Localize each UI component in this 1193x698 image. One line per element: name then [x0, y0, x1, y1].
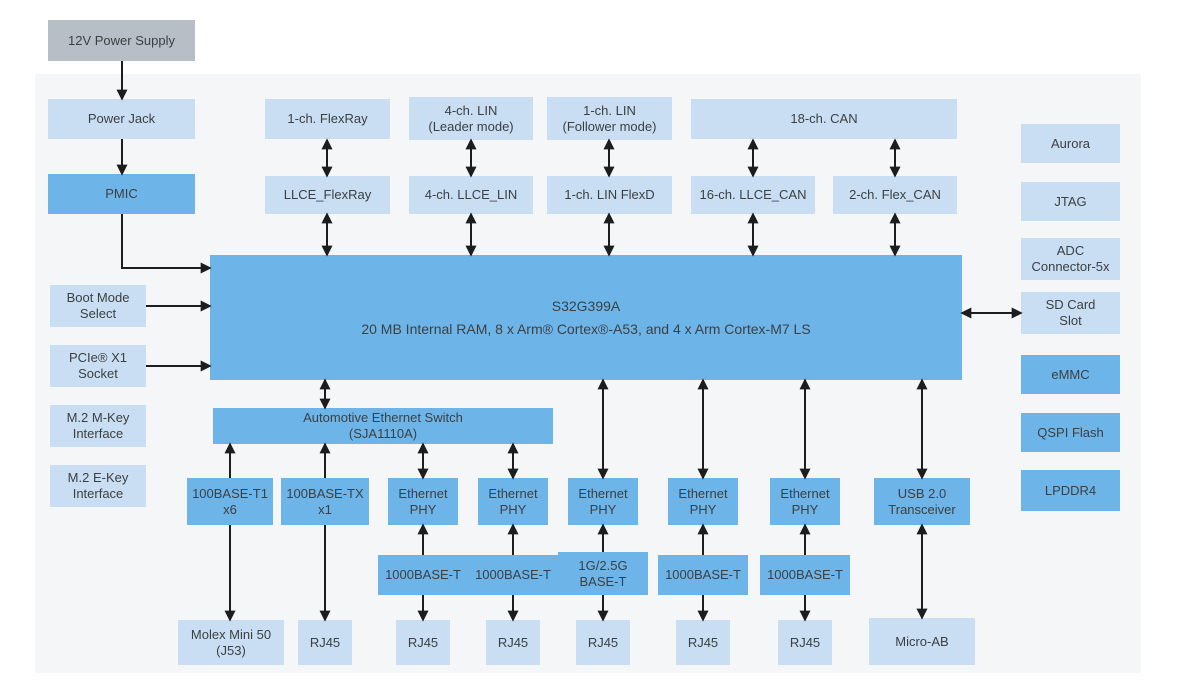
- node-label: USB 2.0 Transceiver: [888, 485, 956, 517]
- node-label: 12V Power Supply: [68, 32, 175, 48]
- node-label: RJ45: [587, 634, 619, 650]
- node-qspi-flash: QSPI Flash: [1021, 413, 1120, 452]
- node-label: 100BASE-TX x1: [286, 485, 364, 517]
- node-ethernet-phy-1: Ethernet PHY: [388, 478, 458, 525]
- node-label: Boot Mode Select: [66, 290, 130, 321]
- node-label: RJ45: [309, 634, 341, 650]
- node-1ch-lin-follower: 1-ch. LIN (Follower mode): [547, 97, 672, 140]
- node-rj45-2: RJ45: [396, 620, 450, 665]
- node-18ch-can: 18-ch. CAN: [691, 99, 957, 139]
- node-m2-m-key-interface: M.2 M-Key Interface: [50, 405, 146, 447]
- node-pcie-x1-socket: PCIe® X1 Socket: [50, 345, 146, 387]
- node-label: Aurora: [1050, 135, 1091, 151]
- node-16ch-llce-can: 16-ch. LLCE_CAN: [691, 176, 815, 214]
- node-label: M.2 M-Key Interface: [66, 410, 130, 441]
- node-100base-tx-x1: 100BASE-TX x1: [281, 478, 369, 525]
- node-label: Ethernet PHY: [780, 485, 830, 517]
- node-ethernet-phy-3: Ethernet PHY: [568, 478, 638, 525]
- node-s32g399a-soc: S32G399A 20 MB Internal RAM, 8 x Arm® Co…: [210, 255, 962, 380]
- node-ethernet-phy-2: Ethernet PHY: [478, 478, 548, 525]
- node-label: Ethernet PHY: [578, 485, 628, 517]
- node-1000base-t-3: 1000BASE-T: [658, 555, 748, 595]
- node-molex-mini-50-j53: Molex Mini 50 (J53): [178, 620, 284, 665]
- node-label: 1-ch. LIN (Follower mode): [562, 102, 657, 134]
- node-1000base-t-2: 1000BASE-T: [468, 555, 558, 595]
- node-label: PMIC: [105, 186, 138, 202]
- node-12v-power-supply: 12V Power Supply: [48, 20, 195, 61]
- node-power-jack: Power Jack: [48, 99, 195, 139]
- node-1g-25g-base-t: 1G/2.5G BASE-T: [558, 552, 648, 595]
- node-label: RJ45: [407, 634, 439, 650]
- node-label: Power Jack: [87, 111, 156, 127]
- node-m2-e-key-interface: M.2 E-Key Interface: [50, 465, 146, 507]
- node-label: 16-ch. LLCE_CAN: [699, 187, 807, 203]
- node-label: 4-ch. LLCE_LIN: [424, 187, 518, 203]
- node-1000base-t-4: 1000BASE-T: [760, 555, 850, 595]
- node-label: Ethernet PHY: [398, 485, 448, 517]
- node-4ch-lin-leader: 4-ch. LIN (Leader mode): [409, 97, 533, 140]
- node-automotive-ethernet-switch: Automotive Ethernet Switch (SJA1110A): [213, 408, 553, 444]
- node-label: LLCE_FlexRay: [283, 187, 372, 203]
- node-label: 1G/2.5G BASE-T: [578, 557, 628, 589]
- node-label: ADC Connector-5x: [1031, 243, 1110, 274]
- node-ethernet-phy-5: Ethernet PHY: [770, 478, 840, 525]
- node-1ch-flexray: 1-ch. FlexRay: [265, 99, 390, 139]
- node-label: M.2 E-Key Interface: [67, 470, 129, 501]
- node-100base-t1-x6: 100BASE-T1 x6: [187, 478, 273, 525]
- node-rj45-4: RJ45: [576, 620, 630, 665]
- node-rj45-3: RJ45: [486, 620, 540, 665]
- node-label: PCIe® X1 Socket: [69, 350, 127, 381]
- node-label: S32G399A 20 MB Internal RAM, 8 x Arm® Co…: [361, 298, 811, 337]
- node-label: 1000BASE-T: [665, 567, 741, 583]
- node-label: RJ45: [497, 634, 529, 650]
- node-label: QSPI Flash: [1037, 424, 1104, 440]
- node-label: LPDDR4: [1044, 482, 1097, 498]
- node-label: Ethernet PHY: [678, 485, 728, 517]
- node-llce-flexray: LLCE_FlexRay: [265, 176, 390, 214]
- node-label: Molex Mini 50 (J53): [190, 626, 272, 658]
- node-label: 1000BASE-T: [385, 567, 461, 583]
- node-lpddr4: LPDDR4: [1021, 470, 1120, 511]
- node-label: 2-ch. Flex_CAN: [849, 187, 941, 203]
- node-rj45-6: RJ45: [778, 620, 832, 665]
- node-1ch-lin-flexd: 1-ch. LIN FlexD: [547, 176, 672, 214]
- node-label: Automotive Ethernet Switch (SJA1110A): [303, 410, 463, 441]
- node-adc-connector-5x: ADC Connector-5x: [1021, 238, 1120, 280]
- node-label: RJ45: [687, 634, 719, 650]
- node-label: 1000BASE-T: [767, 567, 843, 583]
- node-pmic: PMIC: [48, 174, 195, 214]
- node-micro-ab: Micro-AB: [869, 618, 975, 665]
- node-boot-mode-select: Boot Mode Select: [50, 285, 146, 327]
- node-label: Micro-AB: [895, 633, 949, 649]
- node-aurora: Aurora: [1021, 124, 1120, 163]
- node-4ch-llce-lin: 4-ch. LLCE_LIN: [409, 176, 533, 214]
- node-usb-20-transceiver: USB 2.0 Transceiver: [874, 478, 970, 525]
- node-label: 1-ch. FlexRay: [287, 111, 368, 127]
- node-2ch-flex-can: 2-ch. Flex_CAN: [833, 176, 957, 214]
- node-ethernet-phy-4: Ethernet PHY: [668, 478, 738, 525]
- node-label: SD Card Slot: [1045, 297, 1096, 328]
- node-label: eMMC: [1051, 366, 1090, 382]
- node-jtag: JTAG: [1021, 182, 1120, 221]
- node-rj45-1: RJ45: [298, 620, 352, 665]
- node-label: RJ45: [789, 634, 821, 650]
- node-label: 1000BASE-T: [475, 567, 551, 583]
- node-label: Ethernet PHY: [488, 485, 538, 517]
- node-label: 4-ch. LIN (Leader mode): [428, 102, 514, 134]
- node-label: 18-ch. CAN: [790, 111, 858, 127]
- node-emmc: eMMC: [1021, 355, 1120, 394]
- node-rj45-5: RJ45: [676, 620, 730, 665]
- node-sd-card-slot: SD Card Slot: [1021, 292, 1120, 334]
- node-label: JTAG: [1054, 193, 1087, 209]
- node-1000base-t-1: 1000BASE-T: [378, 555, 468, 595]
- node-label: 1-ch. LIN FlexD: [564, 187, 655, 203]
- node-label: 100BASE-T1 x6: [192, 485, 268, 517]
